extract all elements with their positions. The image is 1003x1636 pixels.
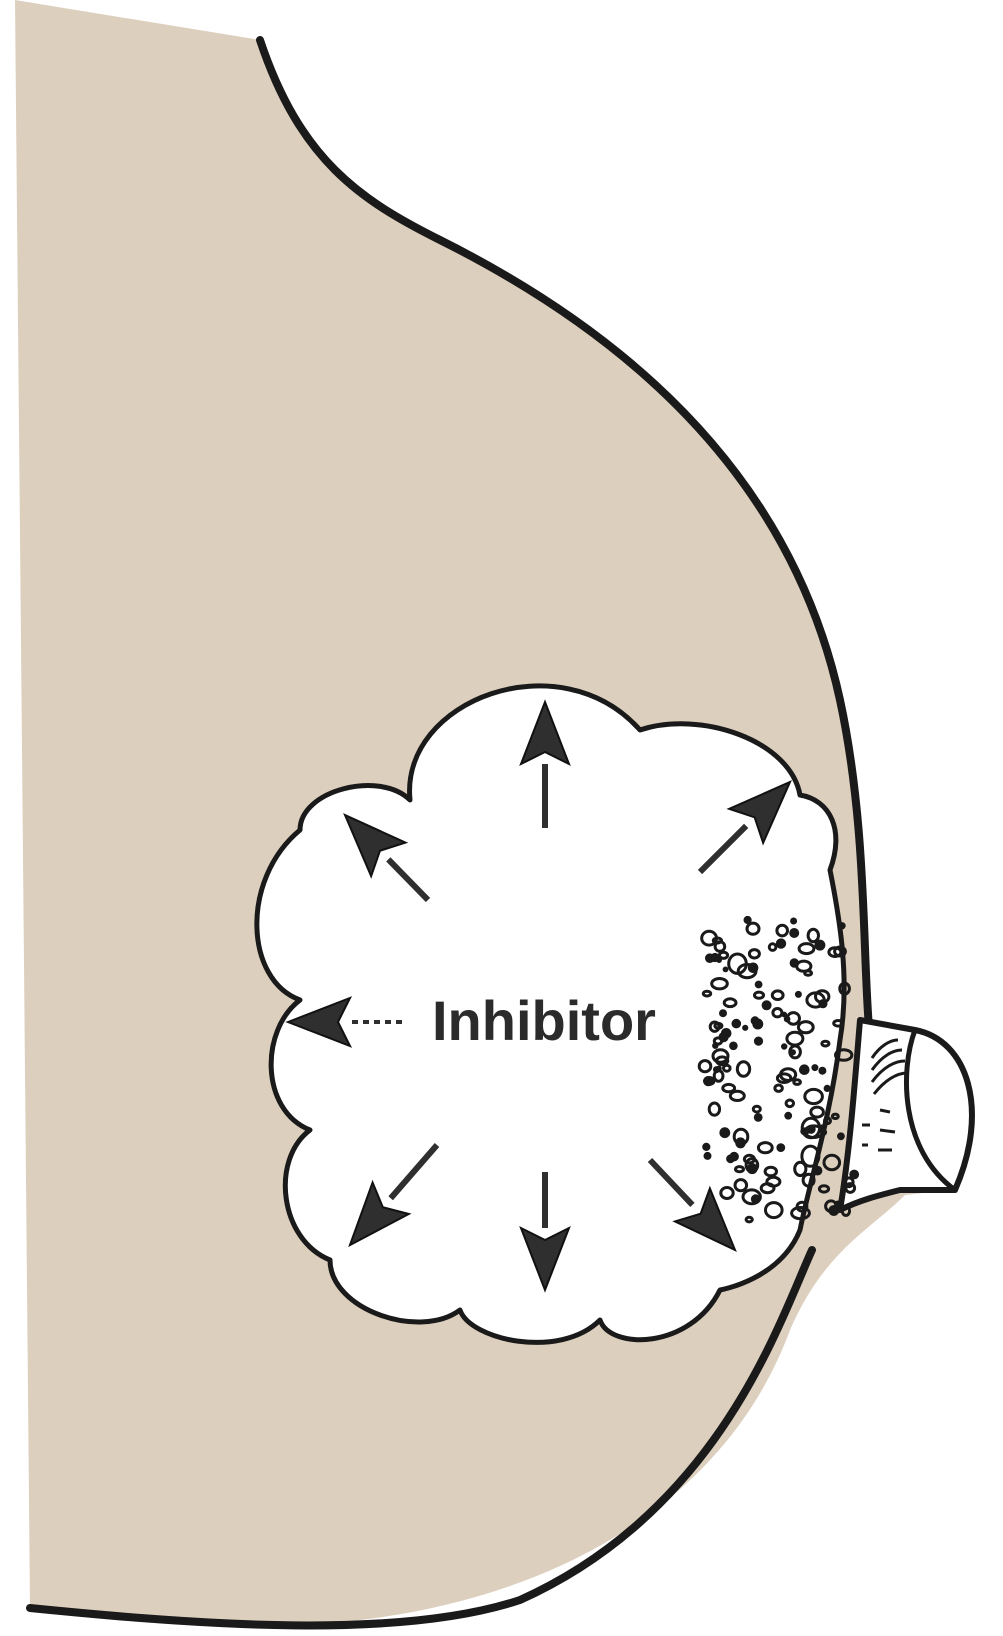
nipple-icon [840,1020,972,1210]
gland-dot [813,1066,817,1070]
gland-dot [721,1011,726,1016]
gland-dot [820,1001,826,1007]
gland-dot [792,919,796,923]
gland-dot [825,1086,829,1090]
gland-dot [820,1068,825,1073]
gland-dot [839,1134,844,1139]
inhibitor-label: Inhibitor [432,989,656,1052]
gland-dot [791,1051,794,1054]
gland-dot [851,1171,858,1178]
gland-dot [754,1020,762,1028]
gland-dot [714,1044,717,1047]
gland-dot [783,1045,786,1048]
gland-dot [778,1145,784,1151]
gland-dot [705,1153,710,1158]
gland-dot [756,982,761,987]
gland-dot [748,1165,756,1173]
gland-dot [749,964,757,972]
gland-dot [840,924,844,928]
gland-dot [744,1026,747,1029]
gland-dot [733,1020,740,1027]
gland-dot [704,1144,709,1149]
gland-dot [816,941,824,949]
gland-dot [791,960,797,966]
gland-dot [791,930,798,937]
gland-dot [724,968,727,971]
gland-dot [777,940,784,947]
gland-dot [721,1129,729,1137]
gland-dot [731,1043,737,1049]
gland-dot [718,1067,721,1070]
gland-dot [814,1167,821,1174]
gland-dot [745,917,750,922]
gland-dot [755,1038,761,1044]
gland-dot [712,954,718,960]
gland-dot [796,992,800,996]
gland-dot [801,1066,809,1074]
gland-dot [755,1115,761,1121]
gland-dot [763,1002,770,1009]
gland-dot [731,1153,738,1160]
gland-dot [786,1113,791,1118]
gland-dot [722,1030,730,1038]
